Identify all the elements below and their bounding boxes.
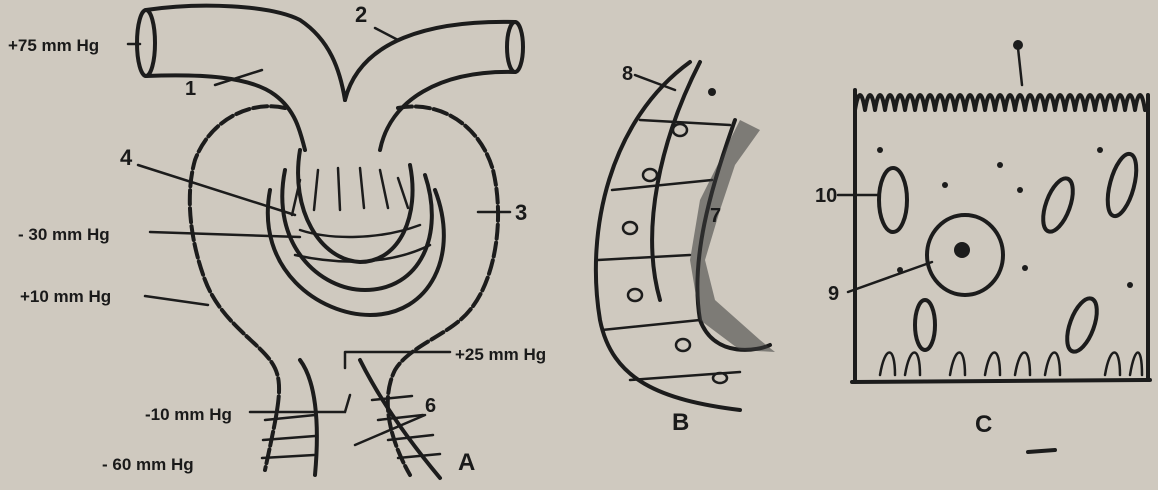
granule: [1022, 265, 1028, 271]
pressure-label-10-minus: -10 mm Hg: [145, 405, 232, 424]
structure-number-3: 3: [515, 200, 527, 225]
dot-b: [708, 88, 716, 96]
basal-line: [852, 380, 1150, 382]
pressure-label-75: +75 mm Hg: [8, 36, 99, 55]
scale-dash: [1028, 450, 1055, 452]
nucleolus: [954, 242, 970, 258]
panel-letter-b: B: [672, 409, 689, 436]
structure-number-9: 9: [828, 283, 839, 305]
pressure-label-30: - 30 mm Hg: [18, 225, 110, 244]
pressure-label-10-plus: +10 mm Hg: [20, 287, 111, 306]
microvillus-dot: [1013, 40, 1023, 50]
structure-number-7: 7: [710, 205, 721, 227]
pressure-label-60: - 60 mm Hg: [102, 455, 194, 474]
structure-number-6: 6: [425, 395, 436, 417]
structure-number-2: 2: [355, 2, 367, 27]
granule: [877, 147, 883, 153]
granule: [1127, 282, 1133, 288]
structure-number-1: 1: [185, 78, 196, 100]
granule: [942, 182, 948, 188]
pressure-label-25: +25 mm Hg: [455, 345, 546, 364]
structure-number-10: 10: [815, 185, 837, 207]
granule: [1017, 187, 1023, 193]
structure-number-4: 4: [120, 145, 133, 170]
panel-letter-c: C: [975, 411, 992, 438]
structure-number-8: 8: [622, 63, 633, 85]
granule: [997, 162, 1003, 168]
panel-letter-a: A: [458, 449, 475, 476]
granule: [1097, 147, 1103, 153]
